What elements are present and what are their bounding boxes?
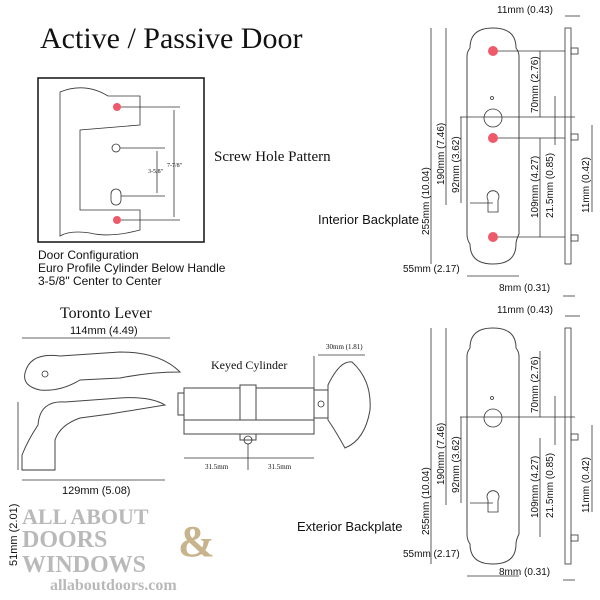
svg-text:ALL ABOUT: ALL ABOUT: [22, 504, 149, 529]
cylinder-knob-dim: 30mm (1.81): [326, 343, 363, 351]
ext-offset: 21.5mm (0.85): [545, 453, 556, 518]
int-thickness: 8mm (0.31): [499, 283, 550, 294]
svg-text:&: &: [178, 517, 215, 566]
ext-c2c: 92mm (3.62): [451, 436, 462, 493]
ext-top-depth: 11mm (0.43): [497, 305, 553, 316]
ext-thickness: 8mm (0.31): [499, 567, 550, 578]
cylinder-left-dim: 31.5mm: [205, 463, 229, 471]
int-c2c: 92mm (3.62): [451, 136, 462, 193]
ext-top-to-handle: 70mm (2.76): [530, 356, 541, 413]
int-width: 55mm (2.17): [403, 264, 460, 275]
lever-top-length: 114mm (4.49): [70, 325, 138, 337]
door-config-line3: 3-5/8" Center to Center: [38, 274, 162, 288]
lever-length: 129mm (5.08): [62, 485, 130, 497]
cylinder-right-dim: 31.5mm: [268, 463, 292, 471]
door-config-line1: Door Configuration: [38, 248, 139, 262]
exterior-backplate-drawing: [430, 315, 593, 581]
screw-hole-pattern-label: Screw Hole Pattern: [214, 149, 331, 165]
allaboutdoors-logo: ALL ABOUT DOORS & WINDOWS allaboutdoors.…: [22, 504, 215, 594]
keyed-cylinder-drawing: [177, 354, 371, 470]
exterior-backplate-label: Exterior Backplate: [297, 519, 403, 534]
ext-height: 255mm (10.04): [421, 467, 432, 535]
lever-label: Toronto Lever: [60, 305, 152, 322]
interior-backplate-drawing: [430, 15, 593, 297]
svg-text:WINDOWS: WINDOWS: [22, 552, 146, 578]
int-height: 255mm (10.04): [421, 167, 432, 235]
ext-screw-span: 190mm (7.46): [436, 423, 447, 485]
interior-backplate-label: Interior Backplate: [318, 212, 419, 227]
lever-side-view: [21, 397, 167, 471]
int-screw-span: 190mm (7.46): [436, 123, 447, 185]
int-handle-to-bottom: 109mm (4.27): [530, 156, 541, 218]
dim-outer: 7-7/8": [167, 163, 183, 169]
lever-projection: 51mm (2.01): [8, 504, 20, 566]
int-top-to-handle: 70mm (2.76): [530, 56, 541, 113]
ext-width: 55mm (2.17): [403, 549, 460, 560]
page-title: Active / Passive Door: [40, 22, 302, 55]
dim-inner: 3-5/8": [148, 169, 164, 175]
ext-post: 11mm (0.42): [581, 457, 592, 513]
cylinder-label: Keyed Cylinder: [211, 358, 287, 372]
int-post: 11mm (0.42): [581, 157, 592, 213]
ext-handle-to-bottom: 109mm (4.27): [530, 456, 541, 518]
screw-hole-pattern: 7-7/8" 3-5/8": [37, 77, 205, 243]
lever-top-view: [24, 351, 182, 391]
int-offset: 21.5mm (0.85): [545, 153, 556, 218]
int-top-depth: 11mm (0.43): [497, 5, 553, 16]
svg-text:DOORS: DOORS: [22, 527, 107, 553]
svg-text:allaboutdoors.com: allaboutdoors.com: [50, 577, 177, 594]
door-config-line2: Euro Profile Cylinder Below Handle: [38, 261, 226, 275]
